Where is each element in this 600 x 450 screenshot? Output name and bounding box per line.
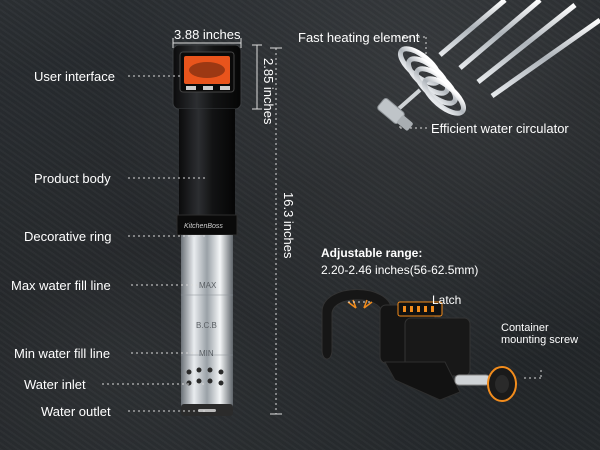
heating-element-label: Fast heating element <box>298 30 420 45</box>
leader-lines <box>102 36 542 412</box>
mounting-clamp <box>321 289 517 402</box>
mid-mark: B.C.B <box>196 321 217 330</box>
dimension-lines <box>172 38 282 415</box>
min-fill-label: Min water fill line <box>14 346 111 361</box>
water-outlet-label: Water outlet <box>41 404 111 419</box>
max-mark: MAX <box>199 281 217 290</box>
min-mark: MIN <box>199 349 214 358</box>
device-head <box>172 44 242 110</box>
user-interface-label: User interface <box>34 69 115 84</box>
brand-label: KitchenBoss <box>184 223 223 230</box>
water-inlet-holes <box>186 367 224 386</box>
head-height-label: 2.85 inches <box>261 58 276 125</box>
width-label: 3.88 inches <box>174 27 241 42</box>
adjustable-range-value: 2.20-2.46 inches(56-62.5mm) <box>321 263 479 277</box>
decorative-ring-label: Decorative ring <box>24 229 112 244</box>
water-circulator-label: Efficient water circulator <box>431 121 569 136</box>
total-height-label: 16.3 inches <box>281 192 296 259</box>
product-body-label: Product body <box>34 171 111 186</box>
device-body <box>176 109 238 416</box>
latch-label: Latch <box>432 293 462 307</box>
heating-coil <box>377 0 600 131</box>
adjustable-range-title: Adjustable range: <box>321 246 423 260</box>
water-inlet-label: Water inlet <box>24 377 86 392</box>
max-fill-label: Max water fill line <box>11 278 111 293</box>
container-screw-label: Container mounting screw <box>501 322 579 346</box>
